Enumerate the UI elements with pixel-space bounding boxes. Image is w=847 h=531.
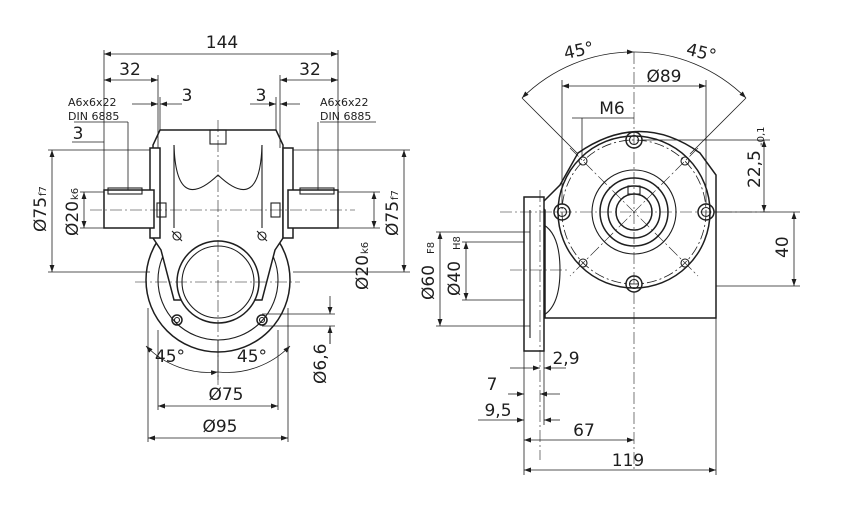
dim-key-offset-left: 3 [182, 86, 193, 106]
key-spec-left: A6x6x22 [68, 96, 117, 109]
flange-tol-right: f7 [390, 190, 401, 200]
dim-key-offset-right: 3 [256, 86, 267, 106]
front-bolt-right [256, 314, 268, 326]
shaft-tol-right: k6 [360, 242, 371, 254]
flange-dia-right: Ø75 [383, 201, 403, 236]
front-shaft-right [287, 189, 339, 229]
dim-shaft-length-left: 32 [119, 60, 141, 80]
dim-bore-dia: Ø40 [445, 261, 465, 296]
dim-bolt-circle-side: Ø89 [646, 67, 681, 87]
dim-flange-thk: 2,9 [552, 349, 579, 369]
flange-tol-left: f7 [38, 186, 49, 196]
dim-outer-dia-front: Ø95 [202, 417, 237, 437]
dim-bore-tol: H8 [452, 236, 463, 250]
side-view: 45° 45° Ø89 M6 22,5 -0,1 40 Ø60 F8 Ø40 H… [419, 38, 800, 475]
dim-shaft-length-right: 32 [299, 60, 321, 80]
dim-key-offset-left-lower: 3 [73, 124, 84, 144]
shaft-dia-left: Ø20 [63, 201, 83, 236]
side-mount-plate [523, 196, 545, 352]
dim-offset-tol: -0,1 [756, 126, 767, 146]
dim-bolt-circle-front: Ø75 [208, 385, 243, 405]
front-shaft-left [103, 189, 155, 229]
dim-7: 7 [487, 375, 498, 395]
hole-dia: Ø6,6 [311, 344, 331, 384]
thread-spec: M6 [599, 99, 624, 119]
front-angle-left: 45° [155, 347, 185, 367]
side-angle-left: 45° [562, 38, 596, 64]
front-angle-right: 45° [237, 347, 267, 367]
front-key-right [299, 187, 335, 195]
key-standard-right: DIN 6885 [320, 110, 371, 123]
dim-centering-dia: Ø60 [419, 265, 439, 300]
dim-height: 40 [773, 236, 793, 258]
dim-9-5: 9,5 [484, 401, 511, 421]
side-angle-right: 45° [684, 40, 718, 67]
dim-offset: 22,5 [745, 150, 765, 188]
key-spec-right: A6x6x22 [320, 96, 369, 109]
shaft-dia-right: Ø20 [353, 255, 373, 290]
front-view: 144 32 32 3 3 3 A6x6x22 DIN 6885 A6x6x22… [31, 33, 410, 442]
dim-overall-width: 144 [206, 33, 238, 53]
front-bolt-left [171, 314, 183, 326]
front-key-left [107, 187, 143, 195]
shaft-tol-left: k6 [70, 188, 81, 200]
flange-dia-left: Ø75 [31, 197, 51, 232]
key-standard-left: DIN 6885 [68, 110, 119, 123]
dim-119: 119 [612, 451, 644, 471]
dim-centering-tol: F8 [426, 242, 437, 254]
dim-67: 67 [573, 421, 595, 441]
